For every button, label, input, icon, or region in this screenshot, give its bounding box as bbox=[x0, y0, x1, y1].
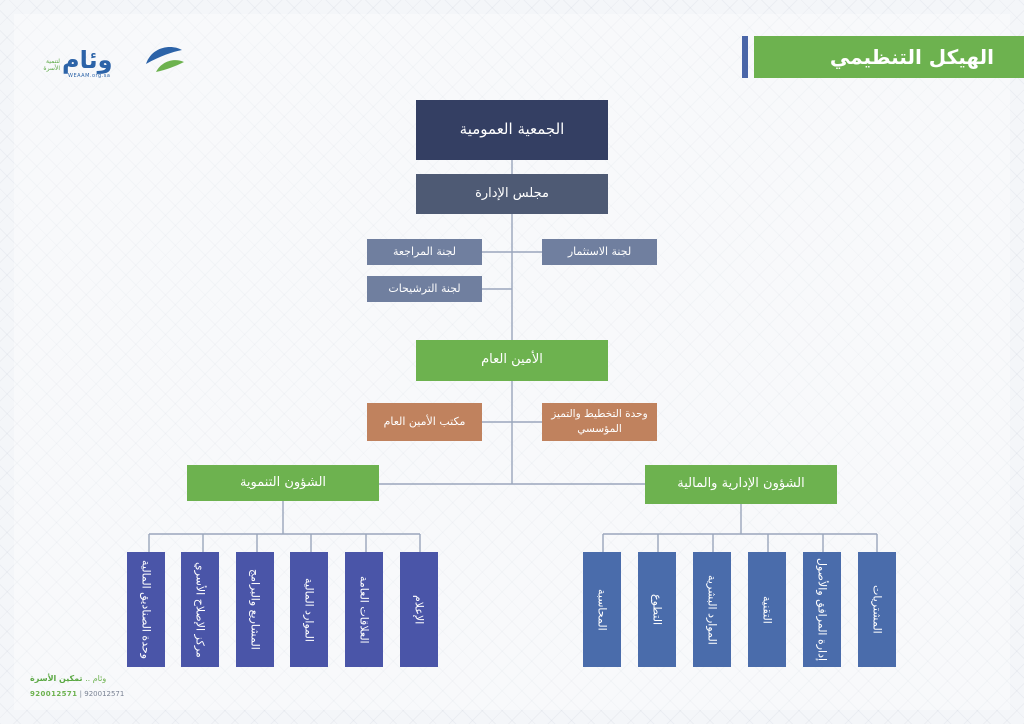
investment-committee-label: لجنة الاستثمار bbox=[567, 245, 632, 259]
general-assembly-box: الجمعية العمومية bbox=[416, 100, 608, 160]
leaf-icon bbox=[146, 46, 184, 72]
sg-office-label: مكتب الأمين العام bbox=[383, 415, 466, 429]
title-accent-bar bbox=[742, 36, 748, 78]
admin-finance-affairs-label: الشؤون الإدارية والمالية bbox=[677, 476, 805, 492]
unit-label: التقنية bbox=[760, 595, 774, 624]
unit-box-technology: التقنية bbox=[748, 552, 786, 667]
unit-label: إدارة المرافق والأصول bbox=[815, 557, 829, 662]
planning-unit-label: وحدة التخطيط والتميز المؤسسي bbox=[551, 407, 648, 435]
board-label: مجلس الإدارة bbox=[475, 185, 549, 201]
unit-label: المحاسبة bbox=[595, 588, 609, 631]
nominations-committee-box: لجنة الترشيحات bbox=[367, 276, 482, 302]
board-box: مجلس الإدارة bbox=[416, 174, 608, 214]
planning-unit-box: وحدة التخطيط والتميز المؤسسي bbox=[542, 403, 657, 441]
audit-committee-label: لجنة المراجعة bbox=[392, 245, 457, 259]
footer-phone: 920012571 | 920012571 bbox=[30, 690, 124, 698]
development-affairs-box: الشؤون التنموية bbox=[187, 465, 379, 501]
weaam-logo: لتنمية الأسرة وئام WEAAM.org.sa bbox=[38, 40, 188, 84]
nominations-committee-label: لجنة الترشيحات bbox=[388, 282, 461, 296]
unit-box-accounting: المحاسبة bbox=[583, 552, 621, 667]
unit-label: التطوع bbox=[650, 594, 664, 625]
sg-office-box: مكتب الأمين العام bbox=[367, 403, 482, 441]
unit-box-public-relations: العلاقات العامة bbox=[345, 552, 383, 667]
unit-label: الإعلام bbox=[412, 594, 426, 625]
unit-box-family-reform: مركز الإصلاح الأسري bbox=[181, 552, 219, 667]
investment-committee-box: لجنة الاستثمار bbox=[542, 239, 657, 265]
audit-committee-box: لجنة المراجعة bbox=[367, 239, 482, 265]
unit-box-volunteering: التطوع bbox=[638, 552, 676, 667]
footer-brand: وئام .. تمكين الأسرة bbox=[30, 674, 106, 683]
admin-finance-affairs-box: الشؤون الإدارية والمالية bbox=[645, 465, 837, 504]
unit-label: الموارد المالية bbox=[302, 577, 316, 642]
unit-box-media: الإعلام bbox=[400, 552, 438, 667]
logo-name: وئام bbox=[62, 46, 113, 74]
logo-url: WEAAM.org.sa bbox=[68, 73, 111, 79]
unit-box-facilities-assets: إدارة المرافق والأصول bbox=[803, 552, 841, 667]
unit-label: المشتريات bbox=[870, 585, 884, 634]
footer-phone-number: | 920012571 bbox=[79, 690, 125, 698]
unit-label: المشاريع والبرامج bbox=[248, 569, 262, 650]
unit-label: وحدة الصناديق المالية bbox=[139, 559, 153, 660]
unit-label: العلاقات العامة bbox=[357, 575, 371, 644]
unit-box-procurement: المشتريات bbox=[858, 552, 896, 667]
secretary-general-box: الأمين العام bbox=[416, 340, 608, 381]
footer-brand-slogan: تمكين الأسرة bbox=[30, 674, 83, 683]
unit-label: الموارد البشرية bbox=[705, 574, 719, 645]
unit-label: مركز الإصلاح الأسري bbox=[193, 561, 207, 658]
unit-box-projects-programs: المشاريع والبرامج bbox=[236, 552, 274, 667]
general-assembly-label: الجمعية العمومية bbox=[459, 120, 565, 139]
footer-mark: 920012571 bbox=[30, 690, 78, 698]
development-affairs-label: الشؤون التنموية bbox=[239, 474, 327, 490]
footer-brand-prefix: وئام .. bbox=[85, 674, 107, 683]
unit-box-financial-resources: الموارد المالية bbox=[290, 552, 328, 667]
unit-box-human-resources: الموارد البشرية bbox=[693, 552, 731, 667]
unit-box-financial-funds: وحدة الصناديق المالية bbox=[127, 552, 165, 667]
secretary-general-label: الأمين العام bbox=[481, 352, 543, 368]
page-title: الهيكل التنظيمي bbox=[754, 36, 1024, 78]
logo-tagline: لتنمية الأسرة bbox=[43, 58, 60, 72]
page-title-banner: الهيكل التنظيمي bbox=[742, 36, 1024, 78]
